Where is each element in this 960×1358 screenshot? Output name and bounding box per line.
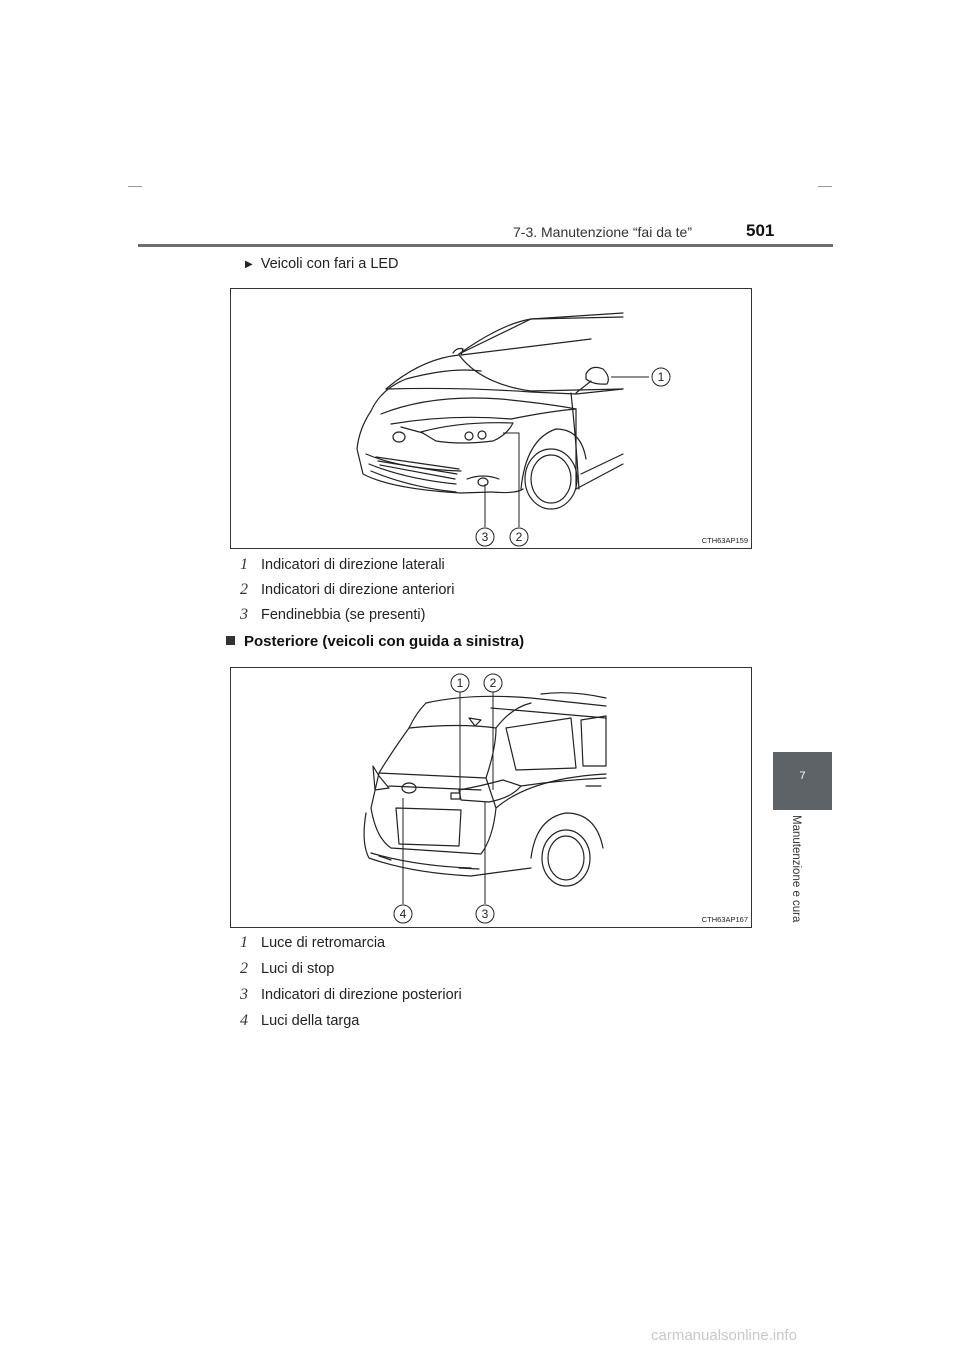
rear-lights-figure: 1 2 3 4 CTH63AP167 [230,667,752,928]
item-label: Indicatori di direzione laterali [261,557,445,573]
callout-3-text: 3 [482,530,489,544]
list-item: 3 Indicatori di direzione posteriori [240,986,462,1004]
callout-3: 3 [475,904,495,924]
crop-mark [128,186,142,187]
item-label: Fendinebbia (se presenti) [261,607,426,623]
chapter-tab: 7 [773,752,832,810]
item-label: Indicatori di direzione anteriori [261,582,455,598]
list-item: 1 Luce di retromarcia [240,934,385,952]
running-header: 7-3. Manutenzione “fai da te” [513,224,692,240]
figure-code: CTH63AP159 [701,536,748,545]
list-item: 3 Fendinebbia (se presenti) [240,606,425,624]
callout-3-text: 3 [482,907,489,921]
chapter-label-text: Manutenzione e cura [790,815,802,923]
item-label: Luci della targa [261,1013,360,1029]
subheading: ▶ Veicoli con fari a LED [245,256,399,272]
callout-1-text: 1 [457,676,464,690]
list-item: 2 Indicatori di direzione anteriori [240,581,454,599]
callout-1-text: 1 [658,370,665,384]
section-heading-text: Posteriore (veicoli con guida a sinistra… [244,633,525,650]
item-number: 4 [240,1012,248,1029]
callout-2-text: 2 [516,530,523,544]
item-number: 3 [240,986,248,1003]
crop-mark [818,186,832,187]
triangle-bullet-icon: ▶ [245,259,253,270]
item-number: 3 [240,606,248,623]
rear-car-illustration: 1 2 3 4 [363,673,607,924]
item-number: 1 [240,934,248,951]
list-item: 2 Luci di stop [240,960,334,978]
callout-1: 1 [450,673,470,693]
figure-code: CTH63AP167 [701,915,748,924]
front-car-illustration: 1 2 3 [356,312,671,547]
leader-line [503,432,520,527]
callout-2: 2 [483,673,503,693]
callout-4: 4 [393,904,413,924]
section-heading: Posteriore (veicoli con guida a sinistra… [226,633,524,650]
list-item: 4 Luci della targa [240,1012,359,1030]
subheading-text: Veicoli con fari a LED [260,256,399,272]
callout-4-text: 4 [400,907,407,921]
item-number: 2 [240,581,248,598]
chapter-label: Manutenzione e cura [784,815,806,945]
item-number: 1 [240,556,248,573]
chapter-number: 7 [799,770,806,782]
front-lights-figure: 1 2 3 CTH63AP159 [230,288,752,549]
item-label: Luci di stop [261,961,335,977]
callout-3: 3 [475,527,495,547]
item-label: Luce di retromarcia [261,935,386,951]
list-item: 1 Indicatori di direzione laterali [240,556,445,574]
watermark: carmanualsonline.info [651,1327,797,1344]
item-number: 2 [240,960,248,977]
header-rule [138,244,833,247]
page-number: 501 [746,221,775,240]
square-bullet-icon [226,636,235,645]
item-label: Indicatori di direzione posteriori [261,987,462,1003]
callout-1: 1 [651,367,671,387]
callout-2-text: 2 [490,676,497,690]
callout-2: 2 [509,527,529,547]
